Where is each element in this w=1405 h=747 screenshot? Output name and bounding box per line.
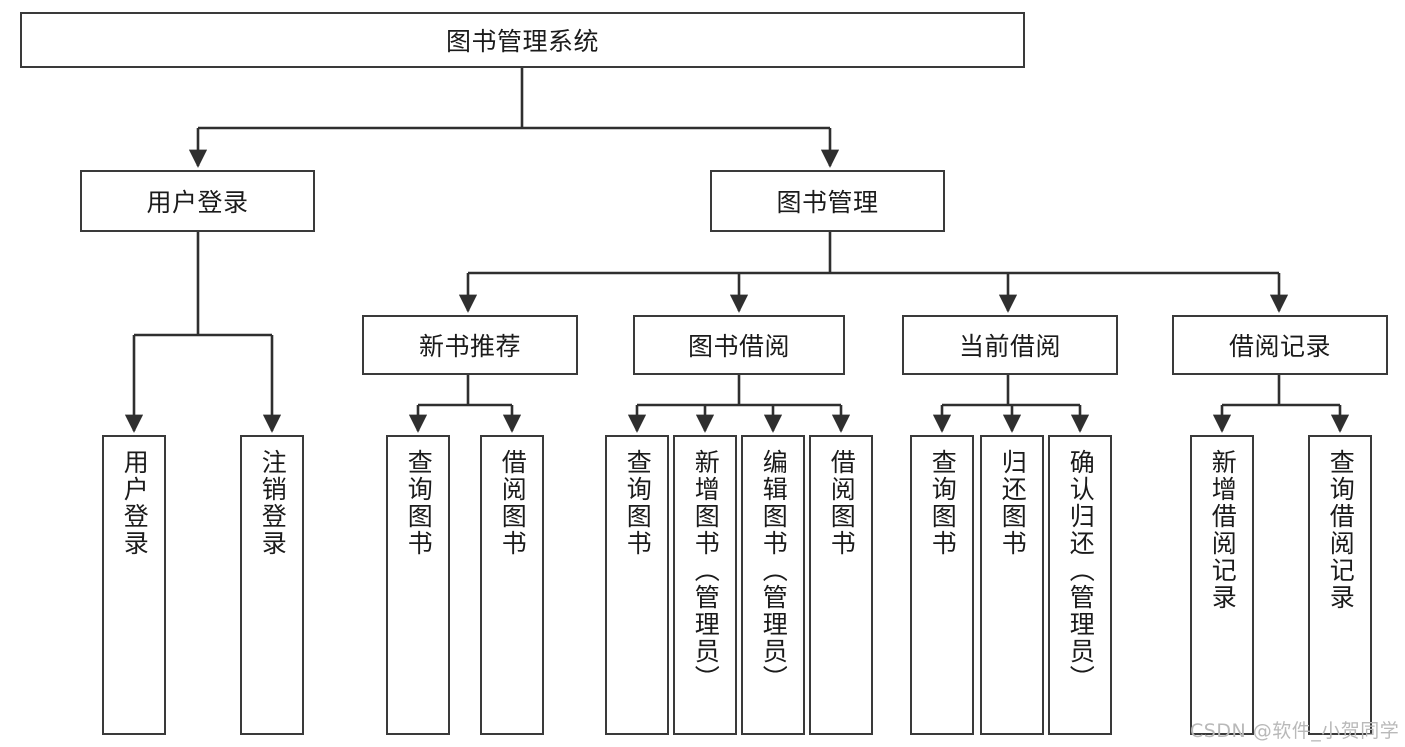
node-current-borrow[interactable]: 当前借阅 <box>902 315 1118 375</box>
node-leaf-label: 借阅图书 <box>827 449 857 557</box>
node-leaf-label: 用户登录 <box>120 449 150 557</box>
node-leaf-label: 新增借阅记录 <box>1208 449 1238 611</box>
node-leaf-label: 查询图书 <box>404 449 434 557</box>
node-leaf-label: 查询图书 <box>623 449 653 557</box>
node-leaf[interactable]: 新增借阅记录 <box>1190 435 1254 735</box>
node-book-borrow-label: 图书借阅 <box>687 332 790 361</box>
node-leaf[interactable]: 编辑图书（管理员） <box>741 435 805 735</box>
node-leaf[interactable]: 归还图书 <box>980 435 1044 735</box>
node-leaf[interactable]: 用户登录 <box>102 435 166 735</box>
node-leaf-label: 借阅图书 <box>498 449 528 557</box>
node-root[interactable]: 图书管理系统 <box>20 12 1025 68</box>
node-leaf[interactable]: 查询图书 <box>605 435 669 735</box>
node-borrow-record[interactable]: 借阅记录 <box>1172 315 1388 375</box>
node-leaf-label: 查询图书 <box>928 449 958 557</box>
node-book-borrow[interactable]: 图书借阅 <box>633 315 845 375</box>
watermark-text: CSDN @软件_小贺同学 <box>1190 720 1400 742</box>
node-book-management-label: 图书管理 <box>776 188 879 217</box>
node-borrow-record-label: 借阅记录 <box>1228 332 1331 361</box>
node-current-borrow-label: 当前借阅 <box>958 332 1061 361</box>
node-leaf-label: 归还图书 <box>998 449 1028 557</box>
node-leaf-label: 查询借阅记录 <box>1326 449 1356 611</box>
node-leaf[interactable]: 借阅图书 <box>480 435 544 735</box>
node-leaf[interactable]: 借阅图书 <box>809 435 873 735</box>
node-leaf-label: 编辑图书（管理员） <box>759 449 789 692</box>
node-leaf-label: 新增图书（管理员） <box>691 449 721 692</box>
node-user-login[interactable]: 用户登录 <box>80 170 315 232</box>
node-leaf-label: 注销登录 <box>258 449 288 557</box>
node-book-management[interactable]: 图书管理 <box>710 170 945 232</box>
node-new-book-recommend-label: 新书推荐 <box>418 332 521 361</box>
node-leaf[interactable]: 查询图书 <box>910 435 974 735</box>
node-leaf[interactable]: 新增图书（管理员） <box>673 435 737 735</box>
node-root-label: 图书管理系统 <box>445 27 599 56</box>
node-user-login-label: 用户登录 <box>146 188 249 217</box>
node-leaf[interactable]: 确认归还（管理员） <box>1048 435 1112 735</box>
node-new-book-recommend[interactable]: 新书推荐 <box>362 315 578 375</box>
node-leaf[interactable]: 查询借阅记录 <box>1308 435 1372 735</box>
node-leaf[interactable]: 查询图书 <box>386 435 450 735</box>
node-leaf[interactable]: 注销登录 <box>240 435 304 735</box>
node-leaf-label: 确认归还（管理员） <box>1066 449 1096 692</box>
